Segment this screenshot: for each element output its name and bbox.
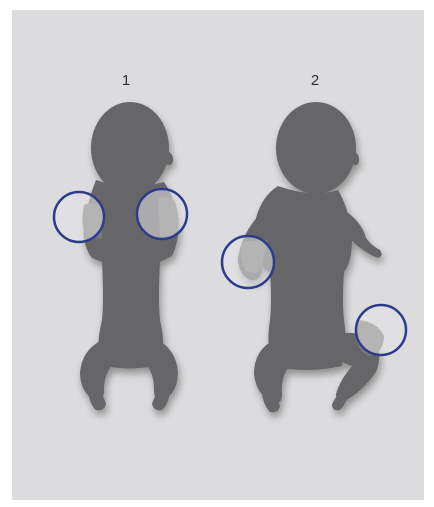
- panel-label-1: 1: [122, 72, 130, 89]
- marker-circle-infant1-left-shoulder: [137, 189, 187, 239]
- marker-circle-infant1-right-shoulder: [54, 192, 104, 242]
- panel-label-2: 2: [311, 72, 319, 89]
- marker-circle-infant2-arm: [222, 236, 274, 288]
- marker-circle-infant2-hip: [356, 305, 406, 355]
- infant-1-silhouette: [80, 102, 178, 410]
